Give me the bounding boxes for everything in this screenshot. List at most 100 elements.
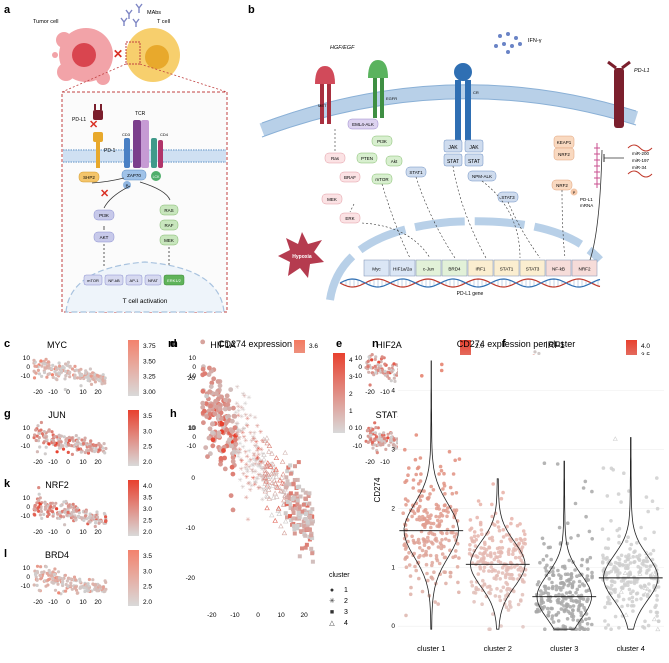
data-point: [541, 557, 546, 562]
tsne-point: [77, 447, 81, 451]
cluster-point: ✳: [253, 461, 258, 468]
ifn-receptor: [454, 63, 472, 140]
ifn-label: IFN-γ: [528, 38, 542, 44]
tsne-point: [369, 433, 373, 437]
cluster-point: [276, 511, 282, 516]
data-point: [550, 586, 555, 591]
tsne-point: [74, 578, 78, 582]
tsne-point: [374, 426, 378, 430]
cluster-point: ✳: [254, 475, 259, 482]
cluster-point: [291, 511, 296, 515]
tsne-point: [48, 372, 52, 376]
svg-text:MEK: MEK: [164, 238, 174, 243]
data-point: [417, 515, 422, 519]
transcription-factors: mTOR NF-kB AP-1 NFAT ERK1/2: [83, 274, 185, 286]
cluster-point: ✳: [257, 461, 262, 468]
colorbar-tick: 3.75: [143, 343, 156, 350]
data-point: [619, 579, 624, 583]
tumor-cell-icon: [52, 28, 113, 85]
tsne-point: [103, 579, 107, 583]
tsne-point: [389, 438, 393, 443]
cluster-point: ✳: [246, 480, 251, 487]
data-point: [446, 506, 450, 510]
data-point: [420, 548, 425, 553]
data-point: [655, 506, 660, 511]
tsne-point: [373, 357, 377, 361]
data-point: [420, 374, 424, 378]
cluster-point: ✳: [257, 462, 262, 469]
data-point: [437, 472, 441, 476]
cluster-point: ✳: [248, 412, 253, 419]
data-point: [626, 583, 630, 587]
tsne-point: [64, 441, 68, 445]
tsne-point: [53, 588, 58, 592]
cluster-point: ✳: [258, 458, 263, 465]
gene-box-label: IRF1: [476, 267, 486, 272]
tsne-point: [44, 357, 48, 361]
violin-points: [401, 362, 661, 632]
tsne-point: [69, 581, 73, 585]
tsne-point: [366, 359, 370, 363]
cluster-point: [308, 514, 313, 519]
data-point: [584, 589, 589, 593]
tsne-point: [80, 438, 84, 442]
chart-title: CD274 expression per cluster: [457, 339, 576, 349]
cluster-point: ✳: [237, 450, 242, 457]
data-point: [440, 362, 444, 367]
panel-letter: d: [170, 338, 177, 350]
data-point: [454, 549, 458, 553]
cluster-point: ✳: [237, 440, 242, 447]
data-point: [627, 597, 632, 601]
cluster-point: [295, 496, 299, 501]
cluster-point: [229, 429, 235, 434]
tsne-point: [51, 363, 55, 367]
cluster-point: ✳: [261, 460, 266, 467]
data-point: [420, 589, 425, 594]
data-point: [590, 570, 594, 575]
cluster-point: [291, 516, 296, 521]
cluster-point: ✳: [235, 384, 240, 391]
x-tick-label: -20: [33, 459, 43, 466]
data-point: [437, 521, 442, 526]
tsne-point: [103, 376, 107, 380]
data-point: [438, 464, 443, 469]
data-point: [409, 585, 413, 590]
data-point: [457, 556, 461, 560]
data-point: [574, 590, 578, 595]
data-point: [557, 592, 561, 597]
y-tick-label: 10: [189, 425, 197, 432]
cluster-point: [291, 482, 296, 487]
cluster-point: [210, 437, 216, 443]
data-point: [626, 535, 630, 539]
y-tick-label: 0: [192, 434, 196, 441]
data-point: [451, 530, 455, 535]
tsne-point: [55, 450, 59, 454]
data-point: [454, 491, 459, 495]
cluster-point: ✳: [240, 484, 245, 491]
zap70-node: [121, 169, 147, 181]
data-point: [429, 521, 433, 526]
tsne-point: [70, 367, 75, 371]
tsne-point: [35, 583, 39, 588]
tsne-point: [93, 583, 98, 587]
tsne-point: [93, 380, 97, 384]
data-point: [645, 569, 649, 573]
tsne-point: [393, 379, 397, 383]
data-point: [568, 581, 572, 586]
data-point: [622, 570, 628, 575]
cluster-point: [277, 477, 283, 483]
data-point: [454, 532, 459, 536]
data-point: [636, 564, 640, 569]
data-point: [447, 449, 452, 454]
cluster-point: ✳: [245, 468, 250, 475]
tsne-point: [63, 523, 67, 527]
data-point: [644, 559, 649, 564]
cluster-point: [207, 365, 212, 371]
data-point: [590, 622, 594, 627]
cluster-point: [222, 406, 228, 412]
tsne-point: [42, 430, 46, 434]
cluster-point: ✳: [235, 420, 240, 427]
data-point: [655, 594, 659, 598]
gene-box: STAT1: [493, 259, 520, 277]
